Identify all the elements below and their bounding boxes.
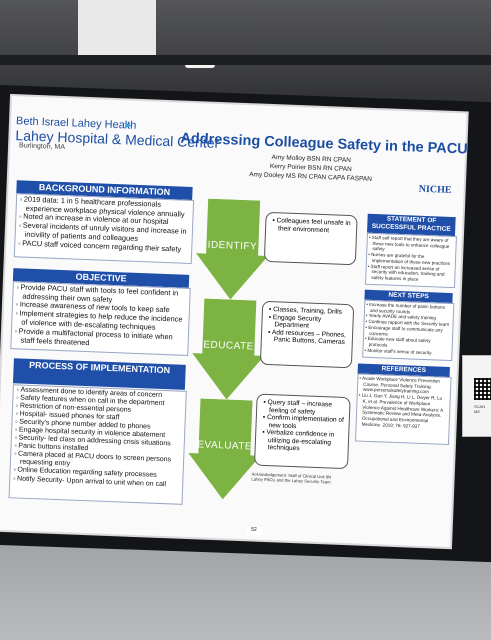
identify-box: Colleagues feel unsafe in their environm… bbox=[263, 211, 358, 266]
success-list: Staff self report that they are aware of… bbox=[367, 235, 454, 284]
evaluate-arrow-icon bbox=[188, 398, 261, 500]
educate-box: Classes, Training, Drills Engage Securit… bbox=[259, 300, 355, 369]
qr-caption: SCAN ME bbox=[474, 404, 486, 414]
identify-arrow-icon bbox=[196, 198, 269, 300]
next-steps-list: Increase the number of panic buttons and… bbox=[364, 302, 451, 357]
process-list: Assessment done to identify areas of con… bbox=[12, 386, 184, 489]
ceiling-pillar bbox=[78, 0, 156, 60]
educate-arrow-icon bbox=[192, 298, 265, 400]
authors: Amy Molloy BSN RN CPAN Kerry Poirier BSN… bbox=[249, 153, 373, 184]
list-item: Add resources – Phones, Panic Buttons, C… bbox=[266, 329, 349, 347]
board-number-tag: 52 bbox=[246, 527, 262, 535]
ceiling-beam bbox=[0, 55, 491, 65]
list-item: Verbalize confidence in utilizing de-esc… bbox=[260, 429, 345, 455]
logo-arrow-icon bbox=[123, 122, 132, 129]
list-item: Staff report an increased sense of secur… bbox=[367, 263, 453, 283]
list-item: Liu J, Gan Y, Jiang H, Li L, Dwyer R, Lu… bbox=[358, 393, 448, 431]
evaluate-box: Query staff – increase feeling of safety… bbox=[253, 393, 351, 470]
objective-list: Provide PACU staff with tools to feel co… bbox=[13, 282, 187, 351]
qr-code-icon bbox=[474, 378, 491, 400]
references-list: Avade Workplace Violence Prevention Cour… bbox=[358, 376, 449, 431]
acknowledgement: Acknowledgement: Staff of Clinical Unit … bbox=[251, 471, 332, 485]
poster-title: Addressing Colleague Safety in the PACU bbox=[180, 130, 468, 158]
ceiling-light bbox=[185, 62, 215, 68]
niche-badge: NICHE bbox=[418, 183, 452, 196]
list-item: Colleagues feel unsafe in their environm… bbox=[270, 217, 353, 235]
background-list: 2019 data: 1 in 5 healthcare professiona… bbox=[17, 195, 191, 254]
poster: Beth Israel Lahey Health Lahey Hospital … bbox=[0, 96, 468, 548]
